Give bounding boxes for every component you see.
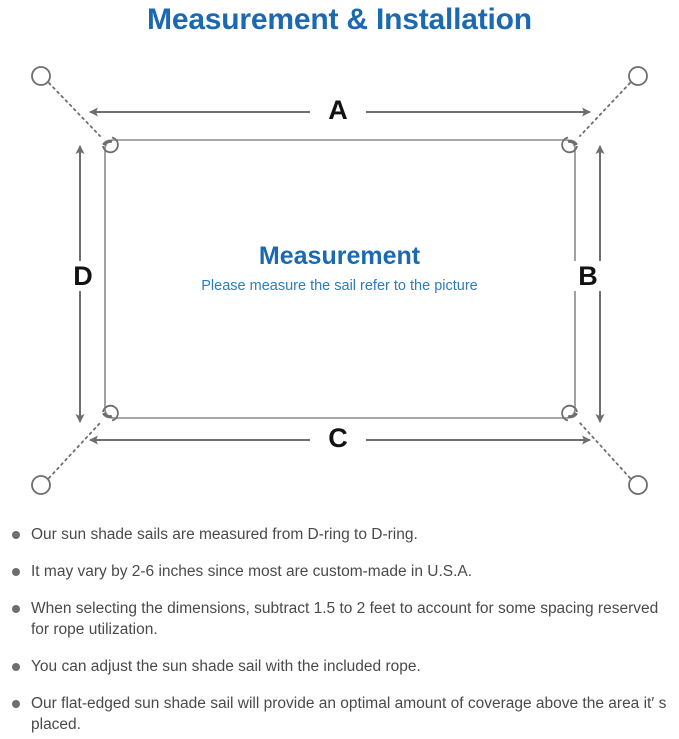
sail-measurement-diagram: Measurement Please measure the sail refe… [0, 44, 679, 522]
rope-top-left [48, 82, 101, 137]
dimension-label-c: C [310, 423, 366, 453]
anchor-ring-top-right [628, 66, 648, 86]
notes-list: Our sun shade sails are measured from D-… [0, 524, 679, 735]
measurement-subtitle: Please measure the sail refer to the pic… [201, 278, 478, 294]
rope-bottom-left [48, 422, 101, 479]
bullet-icon [12, 531, 20, 539]
list-item: It may vary by 2-6 inches since most are… [0, 561, 679, 582]
anchor-ring-top-left [31, 66, 51, 86]
dimension-label-a: A [310, 95, 366, 125]
list-item: Our sun shade sails are measured from D-… [0, 524, 679, 545]
note-text: You can adjust the sun shade sail with t… [31, 658, 421, 675]
anchor-ring-bottom-right [628, 475, 648, 495]
list-item: Our flat-edged sun shade sail will provi… [0, 693, 679, 735]
d-ring-bottom-left [102, 404, 119, 422]
note-text: When selecting the dimensions, subtract … [31, 600, 659, 638]
bullet-icon [12, 700, 20, 708]
list-item: When selecting the dimensions, subtract … [0, 598, 679, 640]
bullet-icon [12, 568, 20, 576]
rope-top-right [579, 82, 631, 137]
page-title: Measurement & Installation [147, 3, 532, 36]
d-ring-bottom-right [561, 404, 578, 422]
dimension-label-d: D [63, 261, 103, 291]
rope-bottom-right [579, 422, 631, 479]
note-text: Our flat-edged sun shade sail will provi… [31, 695, 667, 733]
dimension-label-b: B [568, 261, 608, 291]
note-text: Our sun shade sails are measured from D-… [31, 526, 418, 543]
measurement-heading: Measurement [258, 242, 421, 270]
d-ring-top-right [561, 136, 578, 154]
bullet-icon [12, 663, 20, 671]
bullet-icon [12, 605, 20, 613]
anchor-ring-bottom-left [31, 475, 51, 495]
list-item: You can adjust the sun shade sail with t… [0, 656, 679, 677]
note-text: It may vary by 2-6 inches since most are… [31, 563, 473, 580]
d-ring-top-left [102, 136, 119, 154]
